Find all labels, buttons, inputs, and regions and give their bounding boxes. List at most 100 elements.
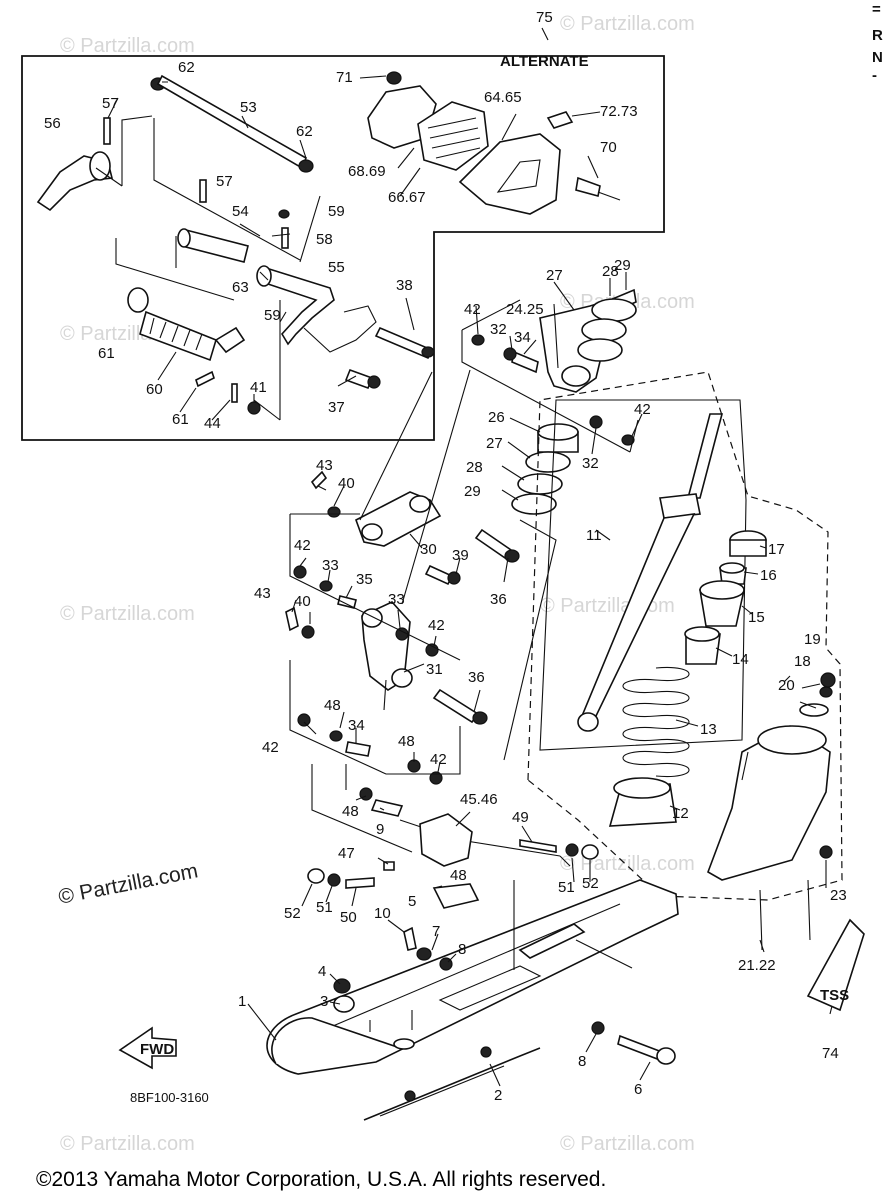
callout-26: 26 <box>488 409 505 426</box>
callout-33: 33 <box>322 557 339 574</box>
callout-29: 29 <box>464 483 481 500</box>
callout-9: 9 <box>376 821 384 838</box>
spring-57 <box>103 117 111 145</box>
callout-55: 55 <box>328 259 345 276</box>
callout-27: 27 <box>546 267 563 284</box>
nut-62b <box>298 159 314 173</box>
fwd-arrow: FWD <box>118 1026 177 1070</box>
callout-72-73: 72.73 <box>600 103 638 120</box>
callout-30: 30 <box>420 541 437 558</box>
alternate-parts-box <box>21 55 665 441</box>
callout-38: 38 <box>396 277 413 294</box>
callout-61: 61 <box>98 345 115 362</box>
callout-48: 48 <box>398 733 415 750</box>
watermark: © Partzilla.com <box>560 13 695 35</box>
callout-18: 18 <box>794 653 811 670</box>
watermark: © Partzilla.com <box>60 603 195 625</box>
shock-lower-lines <box>759 879 811 951</box>
decal-74: TSS <box>806 918 865 1012</box>
callout-64-65: 64.65 <box>484 89 522 106</box>
callout-49: 49 <box>512 809 529 826</box>
alternate-label: ALTERNATE <box>500 53 589 70</box>
callout-42: 42 <box>294 537 311 554</box>
alternate-cover-assembly <box>367 71 621 215</box>
callout-44: 44 <box>204 415 221 432</box>
callout-34: 34 <box>348 717 365 734</box>
callout-7: 7 <box>432 923 440 940</box>
callout-51: 51 <box>558 879 575 896</box>
callout-34: 34 <box>514 329 531 346</box>
callout-57: 57 <box>216 173 233 190</box>
edge-mark: R <box>872 27 883 44</box>
callout-43: 43 <box>316 457 333 474</box>
callout-45-46: 45.46 <box>460 791 498 808</box>
callout-8: 8 <box>458 941 466 958</box>
callout-6: 6 <box>634 1081 642 1098</box>
callout-24-25: 24.25 <box>506 301 544 318</box>
callout-48: 48 <box>450 867 467 884</box>
edge-mark: - <box>872 67 877 84</box>
callout-2: 2 <box>494 1087 502 1104</box>
edge-mark: = <box>872 1 881 18</box>
shock-absorber <box>577 413 836 881</box>
callout-42: 42 <box>634 401 651 418</box>
callout-40: 40 <box>338 475 355 492</box>
callout-66-67: 66.67 <box>388 189 426 206</box>
rod-group-outline <box>539 399 747 751</box>
callout-51: 51 <box>316 899 333 916</box>
callout-36: 36 <box>490 591 507 608</box>
callout-74: 74 <box>822 1045 839 1062</box>
callout-63: 63 <box>232 279 249 296</box>
callout-19: 19 <box>804 631 821 648</box>
edge-mark: N <box>872 49 883 66</box>
tag-label: TSS <box>820 987 849 1004</box>
callout-56: 56 <box>44 115 61 132</box>
copyright-notice: ©2013 Yamaha Motor Corporation, U.S.A. A… <box>36 1168 606 1191</box>
callout-21-22: 21.22 <box>738 957 776 974</box>
callout-16: 16 <box>760 567 777 584</box>
callout-33: 33 <box>388 591 405 608</box>
callout-27: 27 <box>486 435 503 452</box>
callout-36: 36 <box>468 669 485 686</box>
leader-lines <box>107 27 833 1087</box>
steering-arm-56 <box>36 151 113 212</box>
callout-8: 8 <box>578 1053 586 1070</box>
callout-61: 61 <box>172 411 189 428</box>
callout-71: 71 <box>336 69 353 86</box>
callout-70: 70 <box>600 139 617 156</box>
callout-35: 35 <box>356 571 373 588</box>
callout-59: 59 <box>264 307 281 324</box>
ski-assembly <box>266 879 679 1121</box>
callout-62: 62 <box>296 123 313 140</box>
callout-10: 10 <box>374 905 391 922</box>
watermark: © Partzilla.com <box>560 853 695 875</box>
callout-17: 17 <box>768 541 785 558</box>
callout-62: 62 <box>178 59 195 76</box>
fwd-label: FWD <box>140 1041 174 1058</box>
callout-32: 32 <box>490 321 507 338</box>
watermark: © Partzilla.com <box>560 1133 695 1155</box>
callout-52: 52 <box>582 875 599 892</box>
callout-50: 50 <box>340 909 357 926</box>
callout-54: 54 <box>232 203 249 220</box>
callout-28: 28 <box>466 459 483 476</box>
callout-41: 41 <box>250 379 267 396</box>
callout-68-69: 68.69 <box>348 163 386 180</box>
callout-29: 29 <box>614 257 631 274</box>
watermark: © Partzilla.com <box>60 1133 195 1155</box>
callout-48: 48 <box>342 803 359 820</box>
callout-42: 42 <box>428 617 445 634</box>
callout-3: 3 <box>320 993 328 1010</box>
callout-20: 20 <box>778 677 795 694</box>
callout-37: 37 <box>328 399 345 416</box>
callout-42: 42 <box>262 739 279 756</box>
callout-12: 12 <box>672 805 689 822</box>
callout-47: 47 <box>338 845 355 862</box>
callout-60: 60 <box>146 381 163 398</box>
callout-4: 4 <box>318 963 326 980</box>
callout-13: 13 <box>700 721 717 738</box>
callout-52: 52 <box>284 905 301 922</box>
callout-39: 39 <box>452 547 469 564</box>
callout-40: 40 <box>294 593 311 610</box>
rod-53 <box>156 74 308 170</box>
